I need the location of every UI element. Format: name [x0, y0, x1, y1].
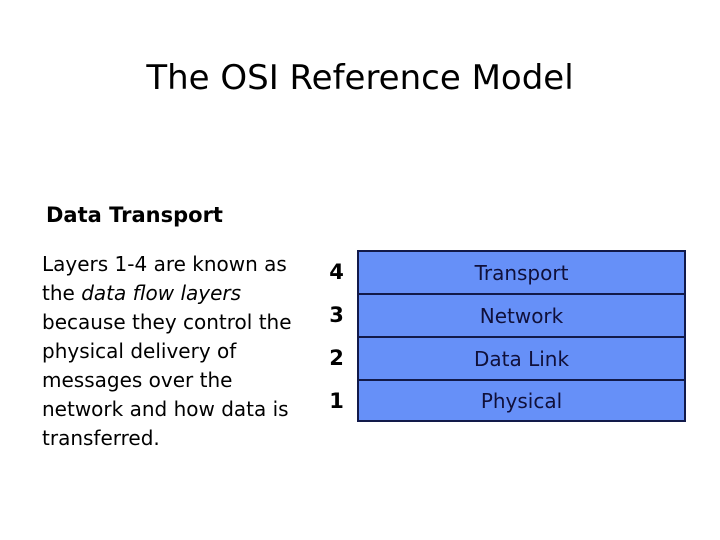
- layer-number: 1: [329, 388, 344, 413]
- body-text-emphasis: data flow layers: [81, 281, 242, 305]
- layer-box-physical[interactable]: Physical: [357, 379, 686, 422]
- body-text-part-2: because they control the physical delive…: [42, 310, 292, 450]
- osi-layer-stack: 4 Transport 3 Network 2 Data Link 1 Phys: [318, 250, 686, 422]
- layer-row: 4 Transport: [318, 250, 686, 293]
- layer-row: 3 Network: [318, 293, 686, 336]
- layer-box-transport[interactable]: Transport: [357, 250, 686, 293]
- layer-label: Network: [479, 303, 564, 328]
- body-paragraph: Layers 1-4 are known as the data flow la…: [42, 250, 312, 453]
- layer-row: 2 Data Link: [318, 336, 686, 379]
- layer-box-data-link[interactable]: Data Link: [357, 336, 686, 379]
- layer-box-network[interactable]: Network: [357, 293, 686, 336]
- layer-number: 3: [329, 302, 344, 327]
- layer-label: Physical: [480, 388, 563, 413]
- layer-label: Data Link: [473, 346, 570, 371]
- section-heading: Data Transport: [46, 203, 223, 227]
- layer-row: 1 Physical: [318, 379, 686, 422]
- layer-label: Transport: [474, 260, 569, 285]
- layer-number: 2: [329, 345, 344, 370]
- body-text-part-1: Layers 1-4 are known as the: [42, 252, 287, 305]
- layer-number: 4: [329, 259, 344, 284]
- page-title: The OSI Reference Model: [146, 58, 574, 98]
